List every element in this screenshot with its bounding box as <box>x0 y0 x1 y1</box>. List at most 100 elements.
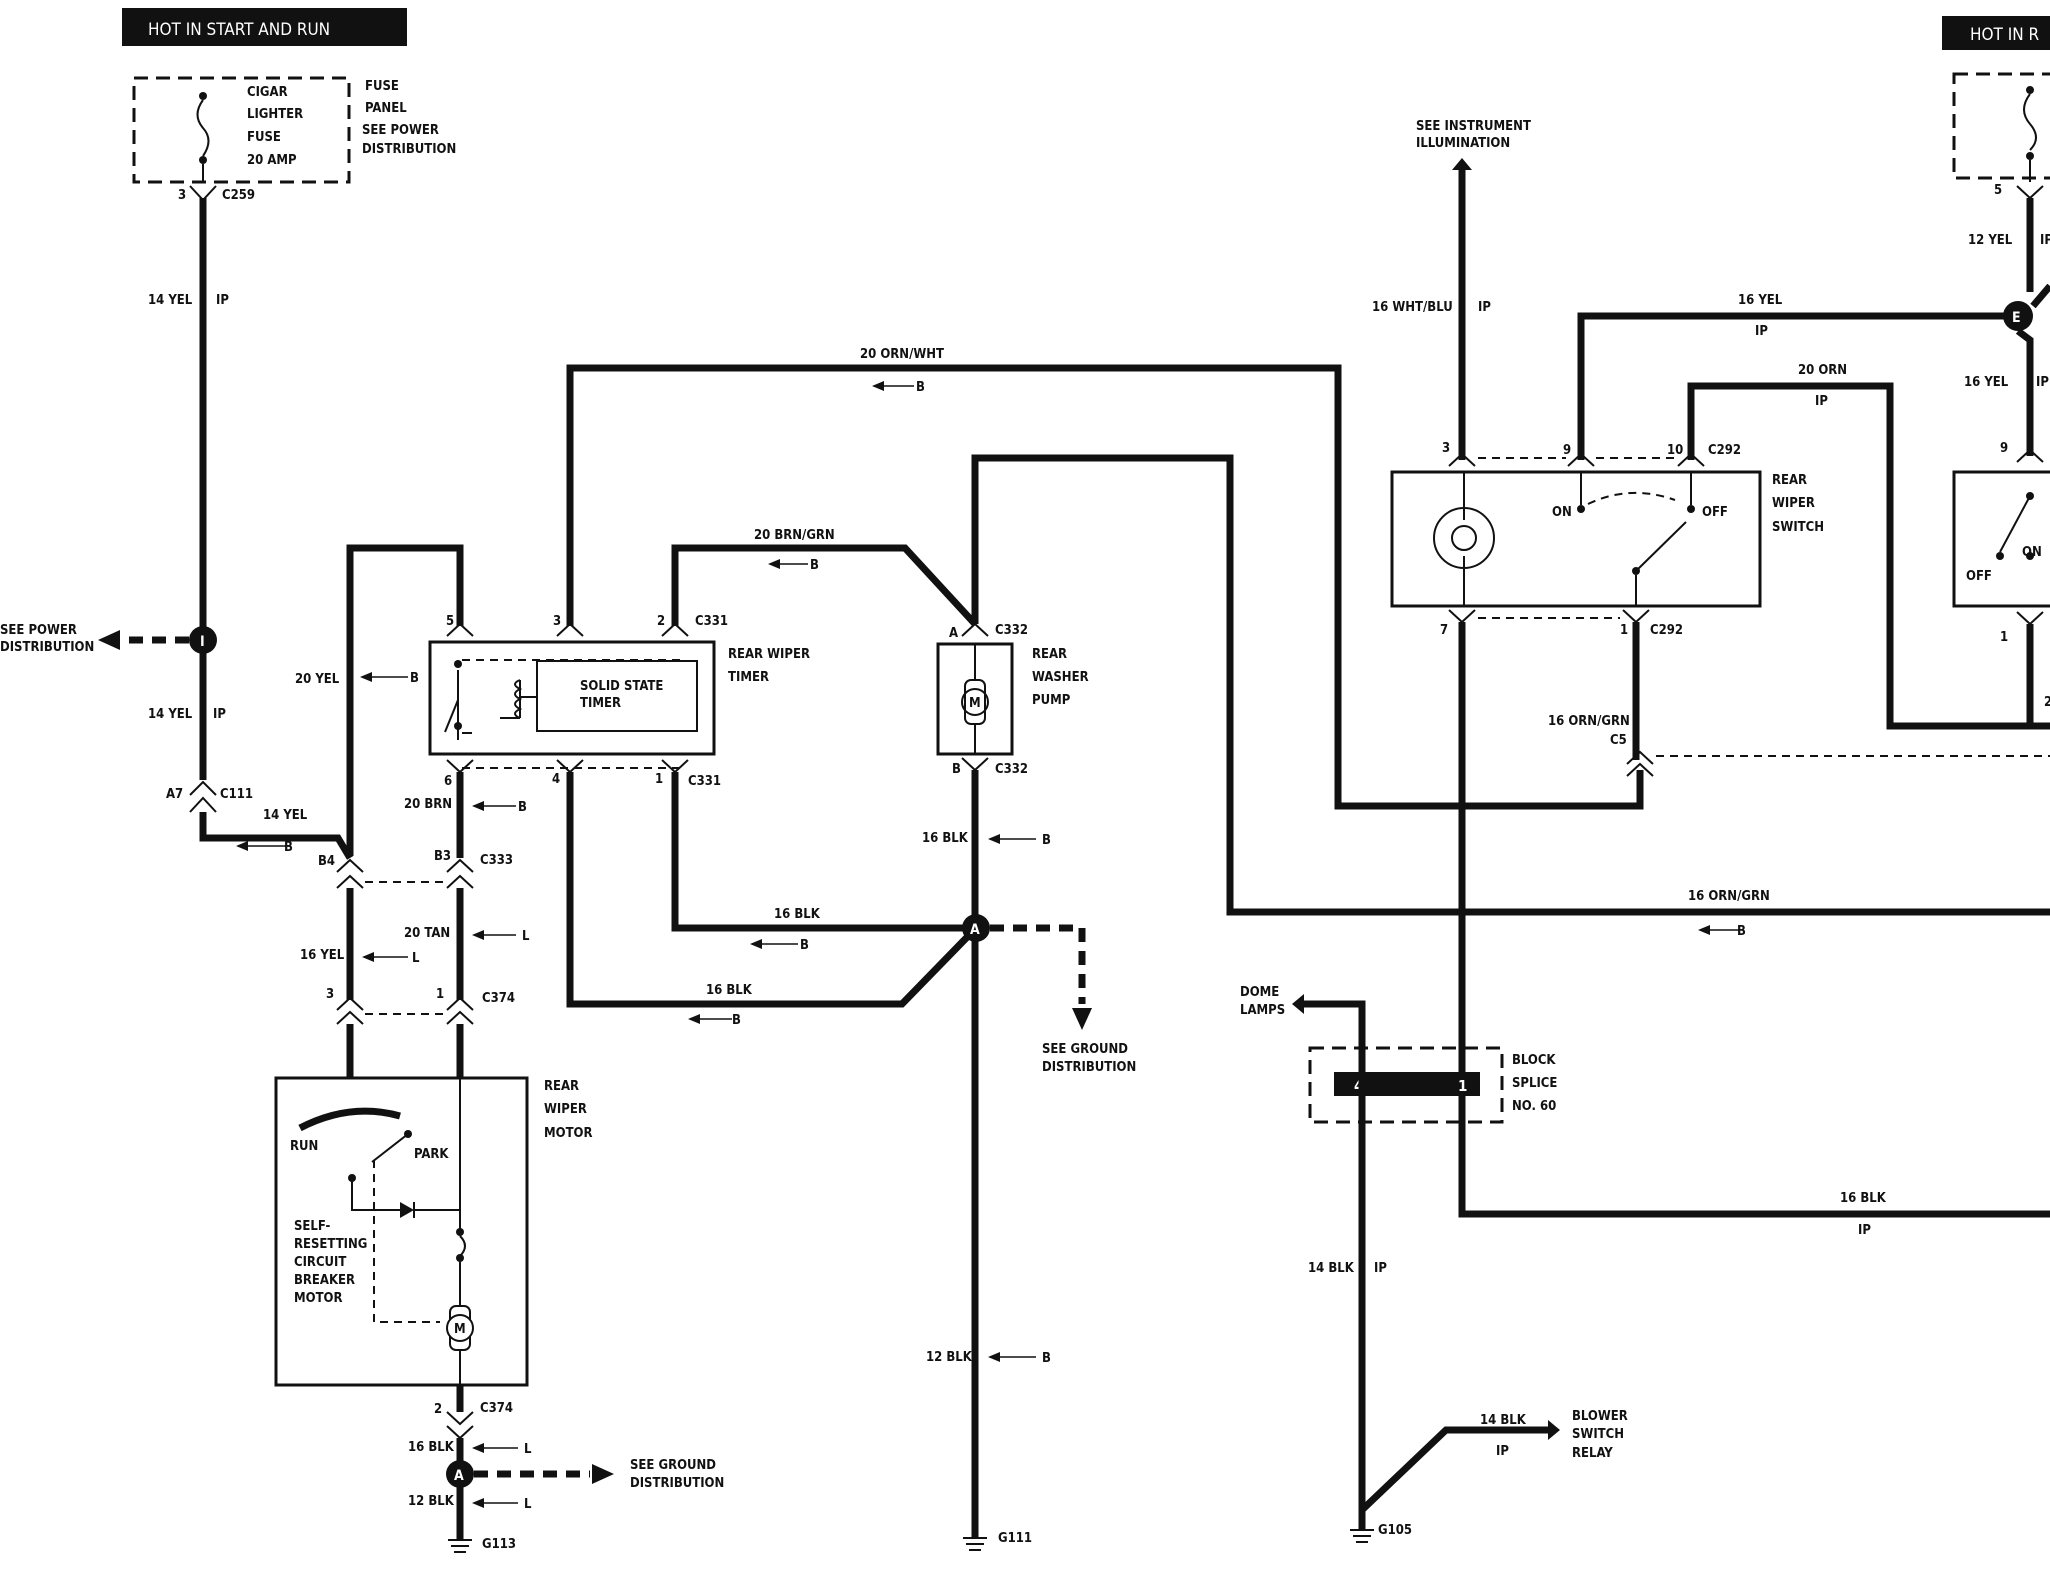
connector-c292-bottom: C292 <box>1650 623 1683 638</box>
motor-ground: 2 C374 16 BLK L A SEE GROUND DISTRIBUTIO… <box>408 1385 724 1553</box>
switch-label-1: REAR <box>1772 473 1807 488</box>
see-instrument-2: ILLUMINATION <box>1416 136 1510 151</box>
block-splice-60: 16 BLK IP 4 1 BLOCK SPLICE NO. 60 DOME L… <box>1240 622 2050 1543</box>
wire-pump-ground: 16 BLK B A SEE GROUND DISTRIBUTION 12 BL… <box>922 770 1136 1551</box>
pin-2: 2 <box>434 1402 442 1417</box>
right-pin-5: 5 <box>1994 183 2002 198</box>
switch-pin-3: 3 <box>1442 441 1450 456</box>
timer-pin-2: 2 <box>657 614 665 629</box>
motor-label-2: WIPER <box>544 1102 587 1117</box>
right-pin-9: 9 <box>2000 441 2008 456</box>
pin-b3: B3 <box>434 849 451 864</box>
feed-14-yel: 3 C259 14 YEL IP I SEE POWER DISTRIBUTIO… <box>0 185 354 860</box>
pin-3b: 3 <box>326 987 334 1002</box>
header-hot-start-run: HOT IN START AND RUN <box>122 8 407 46</box>
blower-label-1: BLOWER <box>1572 1409 1628 1424</box>
splice-e: E <box>2012 310 2021 326</box>
harness-b3: B <box>518 800 527 815</box>
park-label: PARK <box>414 1147 449 1162</box>
splice-label-2: SPLICE <box>1512 1076 1557 1091</box>
switch-pin-7: 7 <box>1440 623 1448 638</box>
harness-b9: B <box>1042 1351 1051 1366</box>
wire-label-20tan: 20 TAN <box>404 926 450 941</box>
breaker-5: MOTOR <box>294 1291 343 1306</box>
wire-16-blk-timer-2: 16 BLK B <box>566 772 979 1028</box>
harness-l2: L <box>412 951 420 966</box>
timer-label-1: REAR WIPER <box>728 647 810 662</box>
splice-label-1: BLOCK <box>1512 1053 1556 1068</box>
wire-label-16blk-b: 16 BLK <box>706 983 753 998</box>
switch-label-2: WIPER <box>1772 496 1815 511</box>
harness-l4: L <box>524 1497 532 1512</box>
pin-b4: B4 <box>318 854 335 869</box>
pin-3: 3 <box>178 188 186 203</box>
pump-label-3: PUMP <box>1032 693 1071 708</box>
wire-20-orn-wht: 20 ORN/WHT B <box>566 347 1644 810</box>
fuse-panel-4: DISTRIBUTION <box>362 142 456 157</box>
wire-16-orn-grn: 16 ORN/GRN B <box>971 454 2050 939</box>
switch-label-3: SWITCH <box>1772 520 1824 535</box>
ip-label-9: IP <box>1374 1261 1387 1276</box>
rear-wiper-motor: REAR WIPER MOTOR RUN PARK M SELF- RESETT… <box>274 1076 593 1387</box>
harness-b4: B <box>916 380 925 395</box>
right-pin-1: 1 <box>2000 630 2008 645</box>
connector-c333: C333 <box>480 853 513 868</box>
pump-label-2: WASHER <box>1032 670 1089 685</box>
motor-label-1: REAR <box>544 1079 579 1094</box>
connector-c332-top: C332 <box>995 623 1028 638</box>
ground-g111: G111 <box>998 1531 1032 1546</box>
blower-label-2: SWITCH <box>1572 1427 1624 1442</box>
splice-i: I <box>200 634 205 650</box>
splice-a-pump: A <box>970 922 980 938</box>
splice-label-3: NO. 60 <box>1512 1099 1556 1114</box>
wire-label-14yel-mid: 14 YEL <box>148 707 193 722</box>
timer-pins: 5 3 2 C331 6 4 1 C331 <box>444 614 728 789</box>
motor-m: M <box>454 1322 466 1337</box>
wire-label-16blk-motor: 16 BLK <box>408 1440 455 1455</box>
header-right-text: HOT IN R <box>1970 25 2040 45</box>
connector-c292-top: C292 <box>1708 443 1741 458</box>
see-instrument-1: SEE INSTRUMENT <box>1416 119 1531 134</box>
wire-label-16orngrn: 16 ORN/GRN <box>1688 889 1770 904</box>
breaker-1: SELF- <box>294 1219 330 1234</box>
fuse-panel-3: SEE POWER <box>362 123 439 138</box>
ip-label-8: IP <box>1858 1223 1871 1238</box>
pin-a7: A7 <box>166 787 183 802</box>
wire-label-16orngrn-switch: 16 ORN/GRN <box>1548 714 1630 729</box>
timer-pin-3: 3 <box>553 614 561 629</box>
header-left-text: HOT IN START AND RUN <box>148 20 330 40</box>
ip-label-1: IP <box>216 293 229 308</box>
rear-washer-pump: A C332 M B C332 REAR WASHER PUMP <box>936 622 1089 777</box>
timer-inner-2: TIMER <box>580 696 621 711</box>
harness-b6: B <box>800 938 809 953</box>
switch-pin-1: 1 <box>1620 623 1628 638</box>
fuse-line2: LIGHTER <box>247 107 303 122</box>
see-ground-1a: SEE GROUND <box>1042 1042 1128 1057</box>
right-pin-2: 2 <box>2044 695 2050 710</box>
harness-b2: B <box>410 671 419 686</box>
ip-label-10: IP <box>1496 1444 1509 1459</box>
harness-b1: B <box>284 840 293 855</box>
pin-c5: C5 <box>1610 733 1627 748</box>
rear-wiper-switch: SEE INSTRUMENT ILLUMINATION 16 WHT/BLU I… <box>1372 119 1824 638</box>
connector-c259: C259 <box>222 188 255 203</box>
connector-c374: C374 <box>482 991 515 1006</box>
wire-label-16blk-right: 16 BLK <box>1840 1191 1887 1206</box>
connector-c332-bottom: C332 <box>995 762 1028 777</box>
ip-label-5: IP <box>2040 233 2050 248</box>
ip-label-6: IP <box>1815 394 1828 409</box>
connector-c374-row: 3 1 C374 <box>326 987 515 1078</box>
splice-a-motor: A <box>454 1468 464 1484</box>
harness-b7: B <box>732 1013 741 1028</box>
right-on: ON <box>2022 545 2042 560</box>
wire-label-16whtblu: 16 WHT/BLU <box>1372 300 1453 315</box>
wire-label-16blk-pump: 16 BLK <box>922 831 969 846</box>
ground-g113: G113 <box>482 1537 516 1552</box>
switch-pin-9: 9 <box>1563 443 1571 458</box>
wire-label-16yel-right: 16 YEL <box>1738 293 1783 308</box>
fuse-line3: FUSE <box>247 130 281 145</box>
wire-label-20brngrn: 20 BRN/GRN <box>754 528 835 543</box>
switch-wires: 16 YEL IP 20 ORN IP 16 ORN/GRN C5 <box>1548 293 2050 777</box>
wire-label-12yel: 12 YEL <box>1968 233 2013 248</box>
wire-label-14yel-top: 14 YEL <box>148 293 193 308</box>
